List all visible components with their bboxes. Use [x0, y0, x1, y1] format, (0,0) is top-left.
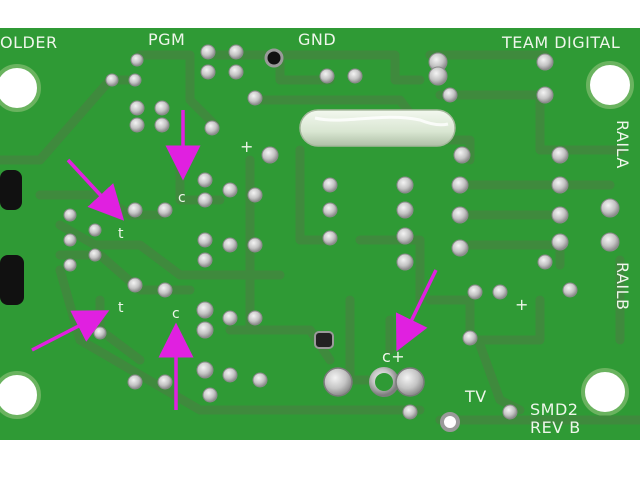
- silkscreen-labels: OLDER PGM GND TEAM DIGITAL RAILA RAILB T…: [0, 30, 632, 437]
- silicone-tube: [299, 109, 456, 147]
- edge-connector: [0, 170, 22, 210]
- mounting-holes: [0, 61, 634, 419]
- mounting-hole: [0, 64, 41, 112]
- edge-connector: [0, 255, 24, 305]
- arrow-right-cap: [395, 269, 438, 352]
- silk-t-lower: t: [118, 300, 124, 316]
- silk-c-top: c: [178, 190, 186, 206]
- silk-holder-label: OLDER: [0, 33, 58, 52]
- mounting-hole: [0, 371, 41, 419]
- silk-t-upper: t: [118, 226, 124, 242]
- silk-gnd-label: GND: [298, 30, 336, 49]
- solder-pads: [63, 44, 620, 420]
- mounting-hole: [581, 368, 629, 416]
- silk-revision-label: REV B: [530, 418, 581, 437]
- silk-cap-marker: c+: [382, 347, 405, 366]
- arrow-lower-left: [31, 310, 110, 352]
- mounting-hole: [586, 61, 634, 109]
- silk-raila-label: RAILA: [613, 120, 632, 169]
- silk-railb-label: RAILB: [613, 262, 632, 311]
- silk-brand-label: TEAM DIGITAL: [501, 33, 620, 52]
- arrow-upper-left: [66, 158, 125, 221]
- silk-plus-right: +: [515, 295, 529, 314]
- silk-model-label: SMD2: [530, 400, 578, 419]
- silk-tv-label: TV: [464, 387, 487, 406]
- bottom-strip: [0, 440, 640, 480]
- silk-c-mid: c: [172, 306, 180, 322]
- silk-pgm-label: PGM: [148, 30, 185, 49]
- annotation-arrows: [31, 110, 438, 410]
- silk-plus-top: +: [240, 137, 254, 156]
